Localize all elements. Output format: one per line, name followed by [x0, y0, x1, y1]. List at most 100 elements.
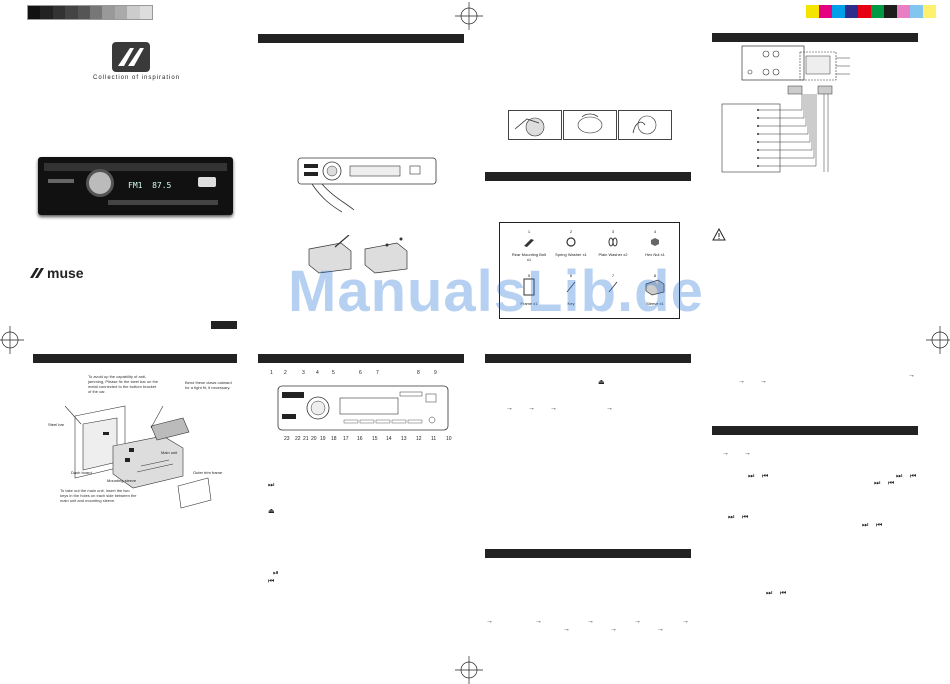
next-track-icon: ⏭ — [268, 482, 275, 489]
callout-number: 2 — [284, 370, 287, 376]
warning-icon — [712, 228, 726, 241]
registration-mark-icon — [0, 326, 24, 354]
callout-number: 22 — [295, 436, 301, 442]
section-header-bar — [485, 172, 691, 181]
arrow-right-icon: → — [563, 626, 570, 633]
arrow-right-icon: → — [535, 618, 542, 625]
callout-number: 7 — [376, 370, 379, 376]
previous-track-icon: ⏮ — [910, 473, 917, 480]
play-pause-icon: ⏯ — [273, 570, 279, 577]
arrow-right-icon: → — [486, 618, 493, 625]
next-track-icon: ⏭ — [766, 590, 773, 597]
label-outer-trim-frame: Outer trim frame — [193, 470, 223, 475]
accessory-number: 4 — [653, 229, 657, 234]
previous-track-icon: ⏮ — [742, 514, 749, 521]
muse-logo-icon — [30, 268, 44, 278]
section-header-bar — [258, 34, 464, 43]
faceplate-release-illustration — [308, 235, 408, 274]
accessories-box: 1 Rear Mounting Bolt x1 2 Spring Washer … — [499, 222, 680, 319]
accessory-number: 7 — [611, 273, 615, 278]
arrow-right-icon: → — [908, 372, 915, 379]
brand-logo-icon — [112, 42, 150, 72]
bolt-icon — [524, 239, 534, 247]
arrow-right-icon: → — [634, 618, 641, 625]
arrow-right-icon: → — [610, 626, 617, 633]
section-header-bar — [33, 354, 237, 363]
accessory-number: 8 — [653, 273, 657, 278]
arrow-right-icon: → — [528, 405, 535, 412]
install-note-bottom: To take out the main unit, insert the tw… — [60, 488, 137, 503]
brand-wordmark: muse — [47, 265, 84, 281]
arrow-right-icon: → — [744, 450, 751, 457]
front-panel-drawing — [277, 385, 449, 431]
key-icon — [566, 281, 576, 293]
callout-number: 20 — [311, 436, 317, 442]
arrow-right-icon: → — [506, 405, 513, 412]
callout-number: 8 — [417, 370, 420, 376]
next-track-icon: ⏭ — [862, 522, 869, 529]
next-track-icon: ⏭ — [896, 473, 903, 480]
arrow-right-icon: → — [587, 618, 594, 625]
registration-mark-icon — [455, 656, 483, 684]
accessory-label: Hex Nut x1 — [645, 252, 665, 257]
callout-number: 10 — [446, 436, 452, 442]
next-track-icon: ⏭ — [728, 514, 735, 521]
registration-mark-icon — [926, 326, 950, 354]
accessory-number: 6 — [569, 273, 573, 278]
grayscale-strip — [27, 5, 153, 20]
wiring-diagram — [721, 45, 850, 173]
cover-label-block — [211, 321, 237, 329]
accessory-number: 5 — [527, 273, 531, 278]
callout-number: 16 — [357, 436, 363, 442]
section-header-bar — [258, 354, 464, 363]
eject-icon: ⏏ — [598, 379, 605, 386]
accessory-label: Spring Washer x1 — [555, 252, 587, 257]
previous-track-icon: ⏮ — [888, 480, 895, 487]
accessory-label: Rear Mounting Bolt x1 — [511, 252, 547, 262]
previous-track-icon: ⏮ — [876, 522, 883, 529]
callout-number: 19 — [320, 436, 326, 442]
plain-washer-icon — [608, 237, 618, 247]
disc-hold-icon — [563, 110, 617, 140]
callout-number: 17 — [343, 436, 349, 442]
installation-diagram: To avoid up the capability of anti-jammi… — [33, 366, 238, 526]
label-mounting-sleeve: Mounting sleeve — [107, 478, 137, 483]
sleeve-icon — [645, 279, 665, 296]
callout-number: 9 — [434, 370, 437, 376]
callout-number: 13 — [401, 436, 407, 442]
hex-nut-icon — [651, 238, 659, 246]
callout-number: 18 — [331, 436, 337, 442]
watermark-text: ManualsLib.de — [288, 259, 704, 324]
accessory-number: 1 — [527, 229, 531, 234]
registration-mark-icon — [455, 2, 483, 30]
callout-number: 4 — [316, 370, 319, 376]
installation-drawing — [64, 405, 212, 509]
callout-number: 1 — [270, 370, 273, 376]
install-note-top: To avoid up the capability of anti-jammi… — [88, 374, 159, 394]
accessory-label: Sleeve x1 — [646, 301, 664, 306]
previous-track-icon: ⏮ — [268, 578, 275, 585]
disc-wipe-icon — [508, 110, 562, 140]
radio-display: FM1 87.5 — [128, 181, 172, 190]
callout-number: 21 — [303, 436, 309, 442]
callout-number: 15 — [372, 436, 378, 442]
accessory-label: Key — [567, 301, 575, 306]
accessory-number: 3 — [611, 229, 615, 234]
callout-number: 14 — [386, 436, 392, 442]
accessory-label: Frame x1 — [520, 301, 538, 306]
eject-icon: ⏏ — [268, 508, 275, 515]
label-steel-bar: Steel bar — [48, 422, 65, 427]
callout-number: 6 — [359, 370, 362, 376]
radio-unit-photo: FM1 87.5 — [38, 157, 233, 215]
install-note-right: Bend these claws outward for a tight fit… — [185, 380, 232, 390]
section-header-bar — [712, 33, 918, 42]
callout-number: 3 — [302, 370, 305, 376]
arrow-right-icon: → — [722, 450, 729, 457]
arrow-right-icon: → — [760, 378, 767, 385]
next-track-icon: ⏭ — [748, 473, 755, 480]
detach-panel-illustration — [297, 157, 437, 213]
accessory-label: Plain Washer x2 — [598, 252, 628, 257]
callout-number: 12 — [416, 436, 422, 442]
arrow-right-icon: → — [682, 618, 689, 625]
callout-number: 11 — [431, 436, 437, 442]
